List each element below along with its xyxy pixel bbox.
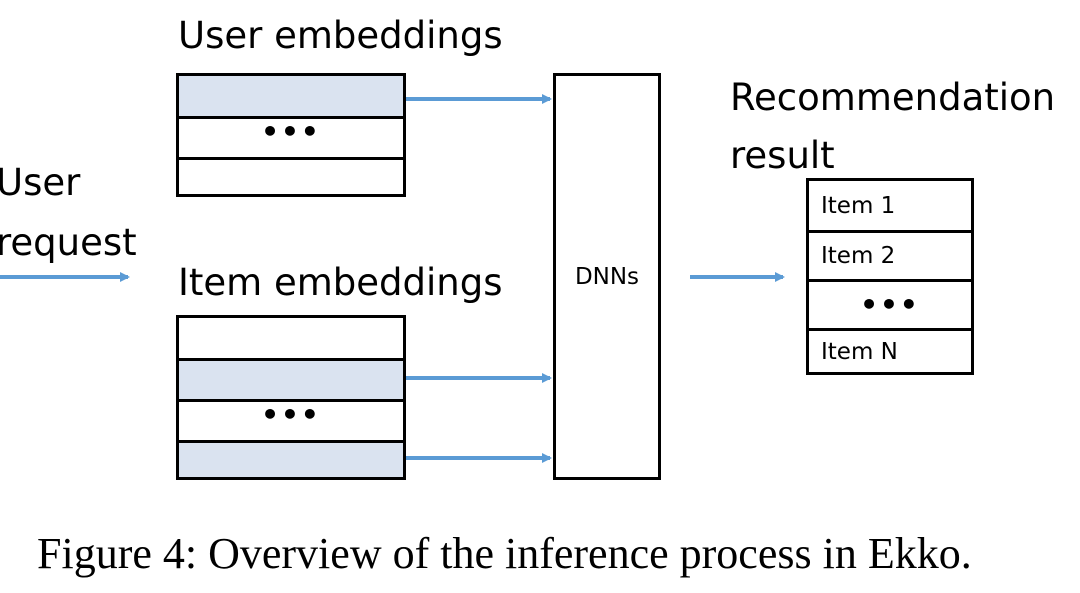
user-request-label: User request (0, 153, 137, 273)
user-embedding-row-2: ••• (179, 116, 403, 157)
result-title-line1: Recommendation (730, 76, 1056, 119)
ellipsis-icon: ••• (261, 398, 321, 431)
result-title: Recommendation result (730, 69, 1055, 185)
result-item-2: Item 2 (809, 230, 971, 279)
dnn-label: DNNs (574, 263, 640, 290)
result-item-n: Item N (809, 328, 971, 372)
user-request-line2: request (0, 221, 137, 264)
item-embedding-row-3: ••• (179, 399, 403, 440)
result-list: Item 1 Item 2 ••• Item N (806, 178, 974, 375)
item-embeddings-title: Item embeddings (178, 261, 503, 304)
ellipsis-icon: ••• (261, 115, 321, 148)
user-embedding-row-1 (179, 76, 403, 116)
figure-caption: Figure 4: Overview of the inference proc… (37, 529, 972, 578)
user-request-line1: User (0, 161, 81, 204)
ellipsis-icon: ••• (860, 288, 920, 321)
result-item-1: Item 1 (821, 192, 896, 219)
user-embedding-row-3 (179, 157, 403, 194)
user-embeddings-title: User embeddings (178, 14, 503, 57)
item-embedding-row-1 (179, 318, 403, 358)
result-title-line2: result (730, 134, 835, 177)
item-embedding-row-2 (179, 358, 403, 399)
user-embeddings-table: ••• (176, 73, 406, 197)
item-embeddings-table: ••• (176, 315, 406, 480)
result-item-ellipsis: ••• (809, 279, 971, 328)
item-embedding-row-4 (179, 440, 403, 477)
dnn-box: DNNs (553, 73, 661, 480)
